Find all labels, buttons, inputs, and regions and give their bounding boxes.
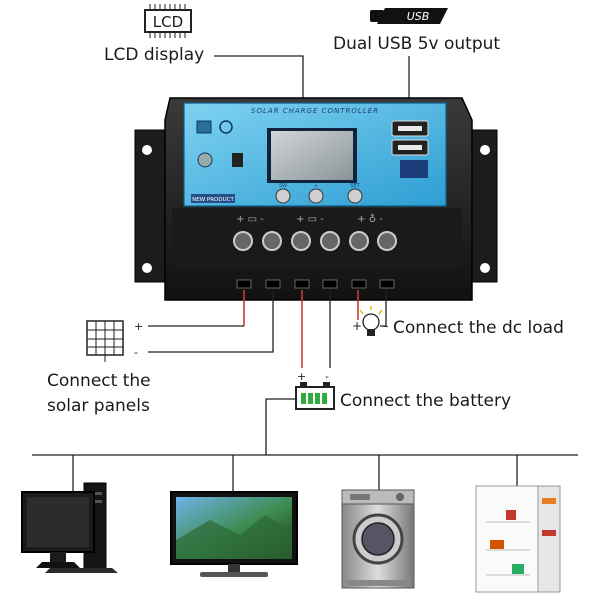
lock-icon — [232, 153, 243, 167]
charge-controller: SOLAR CHARGE CONTROLLER NEW PRODUCT SW +… — [134, 97, 498, 301]
svg-text:+ ♁ -: + ♁ - — [357, 213, 383, 225]
button-label-sw: SW — [279, 183, 287, 189]
terminal-screw[interactable] — [291, 231, 311, 251]
refrigerator-icon — [475, 485, 561, 593]
mount-hole — [480, 145, 490, 155]
solar-panel-icon — [196, 120, 212, 134]
solar-minus-sign: - — [134, 346, 138, 359]
usb-output-label: Dual USB 5v output — [333, 34, 500, 54]
plus-button[interactable] — [308, 188, 324, 204]
black-wires — [32, 290, 578, 492]
new-product-tag: NEW PRODUCT — [192, 197, 234, 203]
television-icon — [170, 491, 298, 577]
solar-plus-sign: + — [134, 320, 143, 333]
bulb-icon — [197, 152, 213, 168]
washing-machine-icon — [341, 489, 415, 589]
usb-logo-badge — [400, 160, 428, 178]
controller-brand-text: SOLAR CHARGE CONTROLLER — [251, 107, 379, 115]
sw-button[interactable] — [275, 188, 291, 204]
terminal-screw[interactable] — [349, 231, 369, 251]
mount-hole — [142, 145, 152, 155]
connect-solar-label-line1: Connect the — [47, 371, 151, 391]
lcd-screen — [271, 131, 353, 180]
solar-panel-icon — [86, 320, 124, 362]
usb-plug-icon: USB — [370, 8, 448, 24]
load-plus-sign: + — [352, 319, 362, 333]
terminal-screws — [233, 231, 397, 251]
desktop-computer-icon — [21, 482, 118, 573]
terminal-screw[interactable] — [320, 231, 340, 251]
wire-slots — [236, 279, 395, 289]
battery-icon — [295, 382, 335, 410]
terminal-screw[interactable] — [233, 231, 253, 251]
set-button[interactable] — [347, 188, 363, 204]
battery-minus-sign: - — [325, 370, 329, 383]
sun-icon — [219, 120, 233, 134]
mount-hole — [142, 263, 152, 273]
svg-text:+ ▭ -: + ▭ - — [236, 214, 264, 225]
light-bulb-icon — [359, 306, 383, 336]
terminal-screw[interactable] — [262, 231, 282, 251]
button-label-set: SET — [350, 183, 360, 189]
connect-solar-label-line2: solar panels — [47, 396, 150, 416]
button-label-plus: + — [314, 183, 318, 189]
load-minus-sign: - — [384, 319, 388, 333]
lcd-display-label: LCD display — [104, 45, 204, 65]
lcd-chip-icon: LCD — [144, 4, 192, 38]
red-wires — [243, 290, 359, 368]
svg-text:+ ▭ -: + ▭ - — [296, 214, 324, 225]
lcd-icon-text: LCD — [153, 13, 183, 31]
usb-icon-text: USB — [407, 10, 430, 23]
mount-hole — [480, 263, 490, 273]
terminal-screw[interactable] — [377, 231, 397, 251]
connect-load-label: Connect the dc load — [393, 318, 564, 338]
connect-battery-label: Connect the battery — [340, 391, 511, 411]
battery-plus-sign: + — [297, 370, 306, 383]
